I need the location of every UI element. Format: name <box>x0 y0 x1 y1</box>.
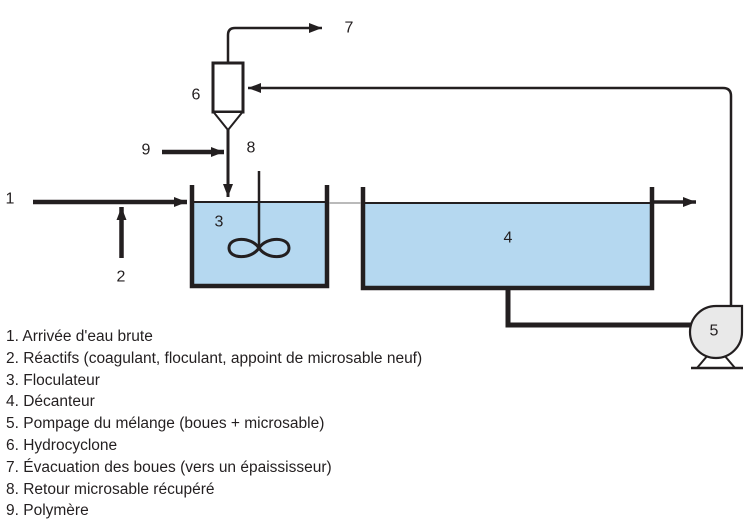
label-4: 4 <box>504 230 513 247</box>
legend: 1. Arrivée d'eau brute 2. Réactifs (coag… <box>6 326 422 522</box>
label-8: 8 <box>247 140 256 157</box>
legend-item: 4. Décanteur <box>6 393 95 411</box>
decanter-tank <box>360 187 655 291</box>
legend-item: 2. Réactifs (coagulant, floculant, appoi… <box>6 349 423 367</box>
label-7: 7 <box>345 20 354 37</box>
label-1: 1 <box>6 191 15 208</box>
label-3: 3 <box>215 214 224 231</box>
legend-item: 6. Hydrocyclone <box>6 436 118 454</box>
hydrocyclone-cone <box>211 111 245 132</box>
sludge-drain-pipe <box>505 288 692 328</box>
label-5: 5 <box>710 323 719 340</box>
decanter-water <box>365 203 650 287</box>
label-6: 6 <box>192 87 201 104</box>
pump-body <box>688 304 744 360</box>
label-2: 2 <box>117 269 126 286</box>
legend-item: 9. Polymère <box>6 502 89 520</box>
sludge-overflow-arrow <box>226 23 322 62</box>
legend-item: 1. Arrivée d'eau brute <box>6 328 153 345</box>
legend-item: 5. Pompage du mélange (boues + microsabl… <box>6 415 325 433</box>
legend-item: 8. Retour microsable récupéré <box>6 480 215 498</box>
impeller-icon <box>227 237 291 259</box>
pump-to-hydrocyclone-pipe <box>248 83 733 307</box>
legend-item: 7. Évacuation des boues (vers un épaissi… <box>6 458 332 476</box>
legend-item: 3. Floculateur <box>6 371 100 389</box>
label-9: 9 <box>142 142 151 159</box>
flocculator-tank <box>189 185 330 289</box>
hydrocyclone-body <box>211 61 245 114</box>
